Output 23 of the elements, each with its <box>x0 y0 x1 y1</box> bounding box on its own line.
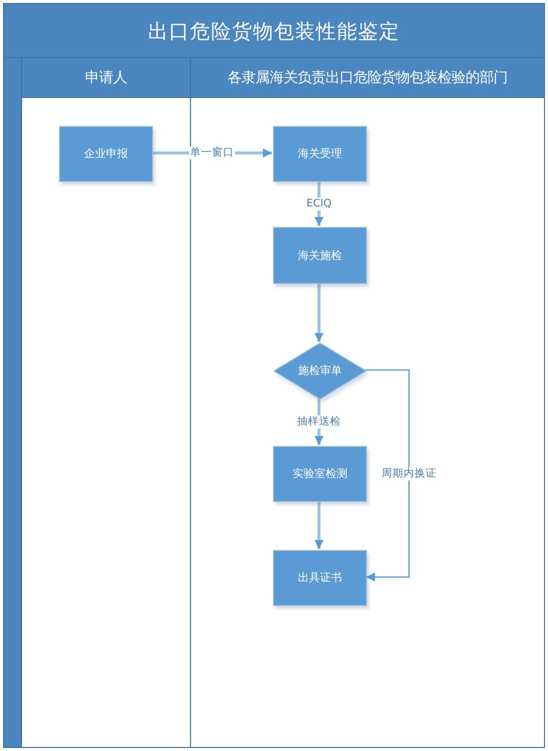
arrow <box>314 501 324 549</box>
arrow <box>314 283 324 342</box>
process-box <box>273 550 367 606</box>
diagram-title: 出口危险货物包装性能鉴定 <box>148 18 400 44</box>
process-label: 企业申报 <box>84 147 128 161</box>
process-box <box>59 126 153 182</box>
process-box <box>273 227 367 284</box>
edge-label: 单一窗口 <box>189 146 235 160</box>
edge-label: 周期内换证 <box>380 466 438 480</box>
process-label: 海关施检 <box>298 248 342 262</box>
edge-label: 抽样送检 <box>296 414 342 428</box>
decision-label: 施检审单 <box>298 364 342 378</box>
decision-diamond <box>274 343 366 399</box>
pool-side-band <box>3 57 22 748</box>
arrow <box>365 369 410 582</box>
lane-title: 各隶属海关负责出口危险货物包装检验的部门 <box>228 68 508 87</box>
process-label: 实验室检测 <box>292 467 348 481</box>
edge-label: ECIQ <box>305 196 333 210</box>
process-label: 海关受理 <box>298 147 342 161</box>
lane-title: 申请人 <box>85 69 127 87</box>
process-box <box>273 126 367 182</box>
process-label: 出具证书 <box>298 571 342 585</box>
process-box <box>273 446 367 502</box>
